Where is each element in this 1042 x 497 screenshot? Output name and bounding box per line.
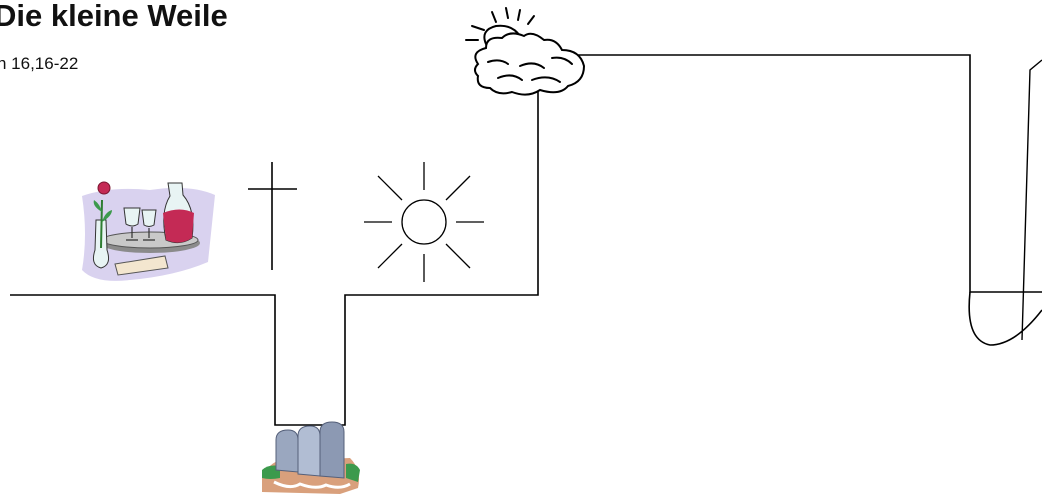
timeline-path bbox=[10, 54, 1042, 426]
cross-icon bbox=[248, 162, 297, 270]
bible-reference: h 16,16-22 bbox=[0, 54, 79, 73]
return-loop bbox=[968, 291, 1042, 346]
sun-behind-cloud-icon bbox=[465, 7, 586, 96]
slide-title: Die kleine Weile bbox=[0, 0, 228, 33]
supper-icon bbox=[82, 181, 215, 281]
tombstones-icon bbox=[262, 421, 360, 494]
sun-icon bbox=[364, 162, 484, 282]
rising-line bbox=[1021, 59, 1042, 341]
